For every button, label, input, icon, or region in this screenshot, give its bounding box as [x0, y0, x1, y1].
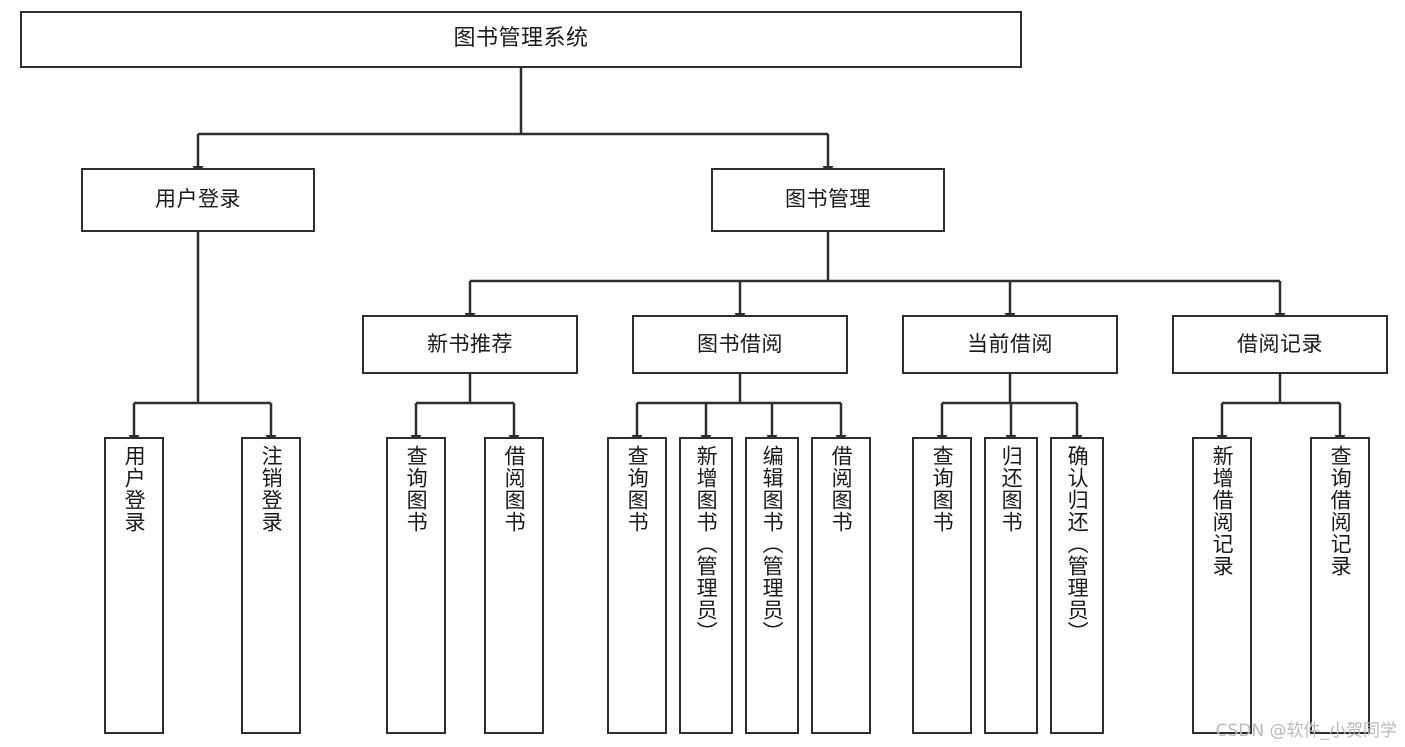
connector-group — [128, 68, 1346, 444]
node-current[interactable]: 当前借阅 — [902, 315, 1118, 374]
node-root[interactable]: 图书管理系统 — [20, 11, 1022, 68]
node-label-l-conf: 确认归还（管理员） — [1065, 445, 1090, 643]
node-l-b2[interactable]: 借阅图书 — [811, 437, 871, 734]
node-label-l-edit: 编辑图书（管理员） — [760, 445, 785, 643]
node-label-current: 当前借阅 — [967, 331, 1053, 356]
node-label-l-login: 用户登录 — [122, 445, 147, 533]
node-records[interactable]: 借阅记录 — [1172, 315, 1388, 374]
node-borrow[interactable]: 图书借阅 — [632, 315, 848, 374]
node-l-login[interactable]: 用户登录 — [104, 437, 164, 734]
node-label-l-ret: 归还图书 — [999, 445, 1024, 533]
node-label-l-qrec: 查询借阅记录 — [1328, 445, 1353, 577]
node-label-root: 图书管理系统 — [453, 26, 589, 52]
node-l-q2[interactable]: 查询图书 — [607, 437, 667, 734]
node-l-add[interactable]: 新增图书（管理员） — [679, 437, 733, 734]
node-label-l-q2: 查询图书 — [625, 445, 650, 533]
node-newbook[interactable]: 新书推荐 — [362, 315, 578, 374]
node-l-ret[interactable]: 归还图书 — [984, 437, 1038, 734]
node-l-edit[interactable]: 编辑图书（管理员） — [745, 437, 799, 734]
node-bookmgmt[interactable]: 图书管理 — [711, 168, 945, 232]
node-l-conf[interactable]: 确认归还（管理员） — [1050, 437, 1104, 734]
node-l-qrec[interactable]: 查询借阅记录 — [1310, 437, 1370, 734]
node-label-l-q3: 查询图书 — [930, 445, 955, 533]
node-label-bookmgmt: 图书管理 — [785, 187, 871, 212]
node-label-newbook: 新书推荐 — [427, 331, 513, 356]
node-label-l-b1: 借阅图书 — [502, 445, 527, 533]
node-label-l-logout: 注销登录 — [259, 445, 284, 533]
node-l-q3[interactable]: 查询图书 — [912, 437, 972, 734]
node-label-login: 用户登录 — [155, 187, 241, 212]
node-login[interactable]: 用户登录 — [81, 168, 315, 232]
node-label-l-b2: 借阅图书 — [829, 445, 854, 533]
node-l-addrec[interactable]: 新增借阅记录 — [1192, 437, 1252, 734]
node-label-borrow: 图书借阅 — [697, 331, 783, 356]
watermark-label: CSDN @软件_小贺同学 — [1215, 721, 1397, 741]
node-l-b1[interactable]: 借阅图书 — [484, 437, 544, 734]
node-l-logout[interactable]: 注销登录 — [241, 437, 301, 734]
node-l-q1[interactable]: 查询图书 — [386, 437, 446, 734]
node-label-l-addrec: 新增借阅记录 — [1210, 445, 1235, 577]
node-label-l-q1: 查询图书 — [404, 445, 429, 533]
node-label-records: 借阅记录 — [1237, 331, 1323, 356]
node-label-l-add: 新增图书（管理员） — [694, 445, 719, 643]
